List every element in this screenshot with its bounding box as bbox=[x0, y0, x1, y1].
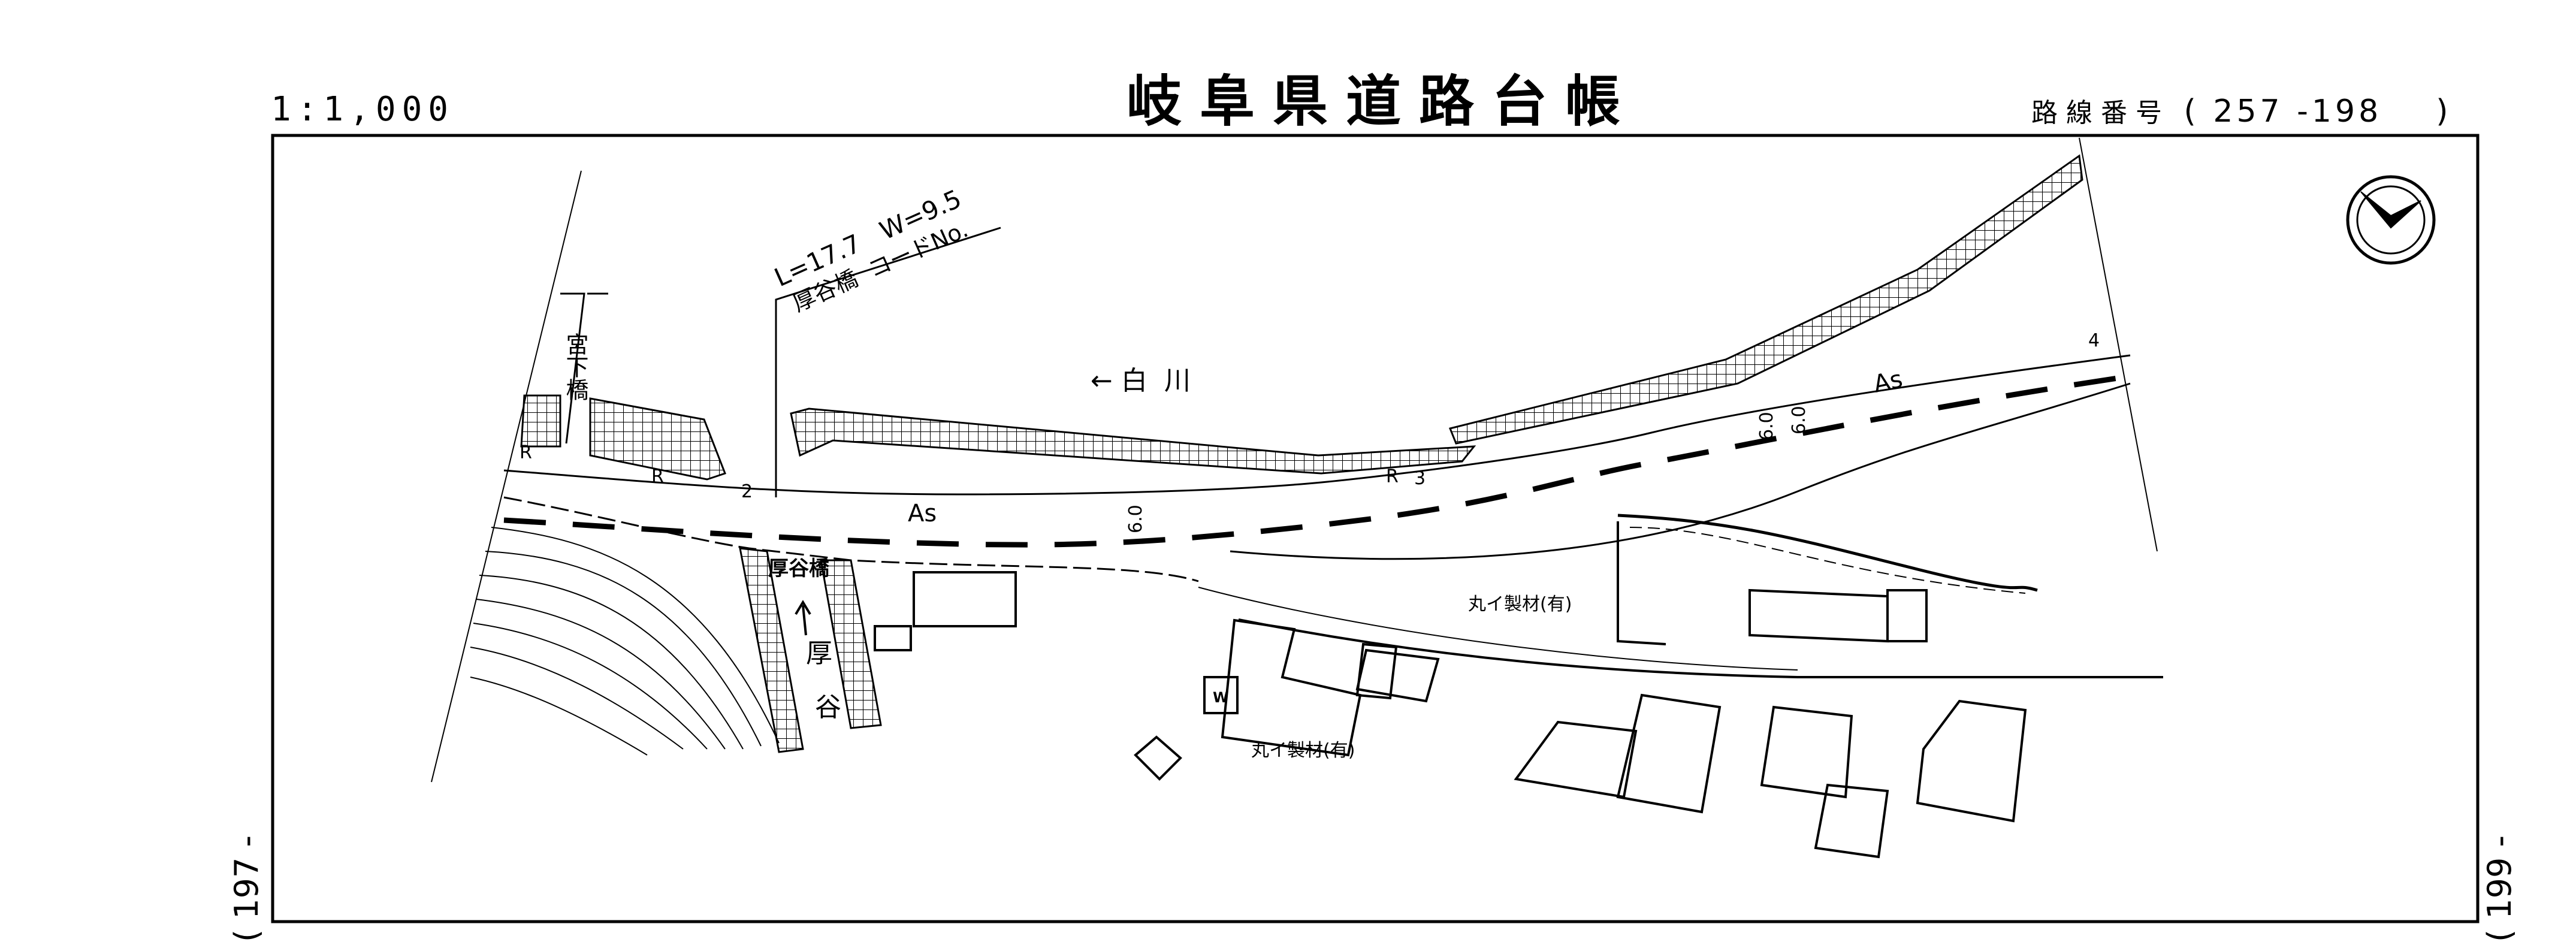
surface-label-as-1: As bbox=[908, 500, 937, 527]
route-number-label: 路線番号 bbox=[2031, 98, 2170, 128]
atsuya-bridge-label: 厚谷橋 bbox=[768, 557, 829, 581]
river-revetment-north bbox=[1448, 154, 2083, 445]
width-label-3: 6.0 bbox=[1789, 406, 1810, 434]
river-revetment-far-west bbox=[520, 394, 561, 448]
road-edge-north bbox=[503, 354, 2131, 496]
surface-label-as-2: As bbox=[1871, 366, 1905, 398]
company-label-1: 丸イ製材(有) bbox=[1468, 594, 1572, 615]
side-road-edge-b bbox=[1198, 587, 1798, 671]
river-revetment-west bbox=[589, 397, 726, 481]
side-road-north-edge bbox=[1230, 382, 2131, 560]
side-road-edge-a bbox=[1238, 618, 2163, 678]
river-revetment-south bbox=[790, 407, 1476, 475]
station-3: 3 bbox=[1414, 468, 1426, 489]
miyashita-bridge bbox=[560, 292, 608, 444]
width-label-1: 6.0 bbox=[1125, 505, 1146, 533]
map-scale: 1:1,000 bbox=[271, 90, 455, 129]
station-4: 4 bbox=[2088, 330, 2100, 351]
stream-channel bbox=[1617, 514, 2038, 592]
atsuya-flow-arrow bbox=[795, 600, 811, 636]
page-title: 岐阜県道路台帳 bbox=[1127, 70, 1639, 134]
radius-label-3: R bbox=[1386, 466, 1399, 487]
bridge-leader-line bbox=[775, 227, 1001, 497]
atsuya-river-label-2: 谷 bbox=[815, 692, 841, 723]
route-number: 路線番号 ( 257 -198 ) bbox=[2031, 91, 2452, 129]
river-label-shirakawa: ← 白 川 bbox=[1091, 366, 1191, 396]
atsuya-revetment-east bbox=[820, 559, 882, 729]
atsuya-revetment-west bbox=[739, 547, 804, 753]
company-label-2: 丸イ製材(有) bbox=[1251, 740, 1355, 761]
well-label: W bbox=[1213, 689, 1228, 706]
road-edge-south bbox=[503, 496, 1199, 582]
buildings bbox=[874, 571, 2027, 859]
north-arrow-icon bbox=[2346, 175, 2436, 265]
contour-lines bbox=[470, 527, 780, 756]
sheet-edge-left bbox=[431, 170, 582, 783]
route-close-paren: ) bbox=[2436, 93, 2452, 129]
station-2: 2 bbox=[741, 481, 753, 502]
radius-label-2: R bbox=[651, 466, 664, 487]
stream-pond bbox=[1617, 521, 1666, 645]
atsuya-river-label-1: 厚 bbox=[806, 638, 832, 669]
width-label-2: 6.0 bbox=[1756, 412, 1777, 440]
route-number-value: 257 -198 bbox=[2213, 93, 2382, 129]
route-open-paren: ( bbox=[2184, 93, 2200, 129]
stream-bank bbox=[1629, 527, 2026, 594]
miyashita-bridge-label: 宮下橋 bbox=[562, 333, 588, 401]
radius-label-1: R bbox=[520, 442, 532, 463]
sheet-edge-right bbox=[2079, 137, 2158, 552]
map-frame bbox=[271, 134, 2480, 923]
